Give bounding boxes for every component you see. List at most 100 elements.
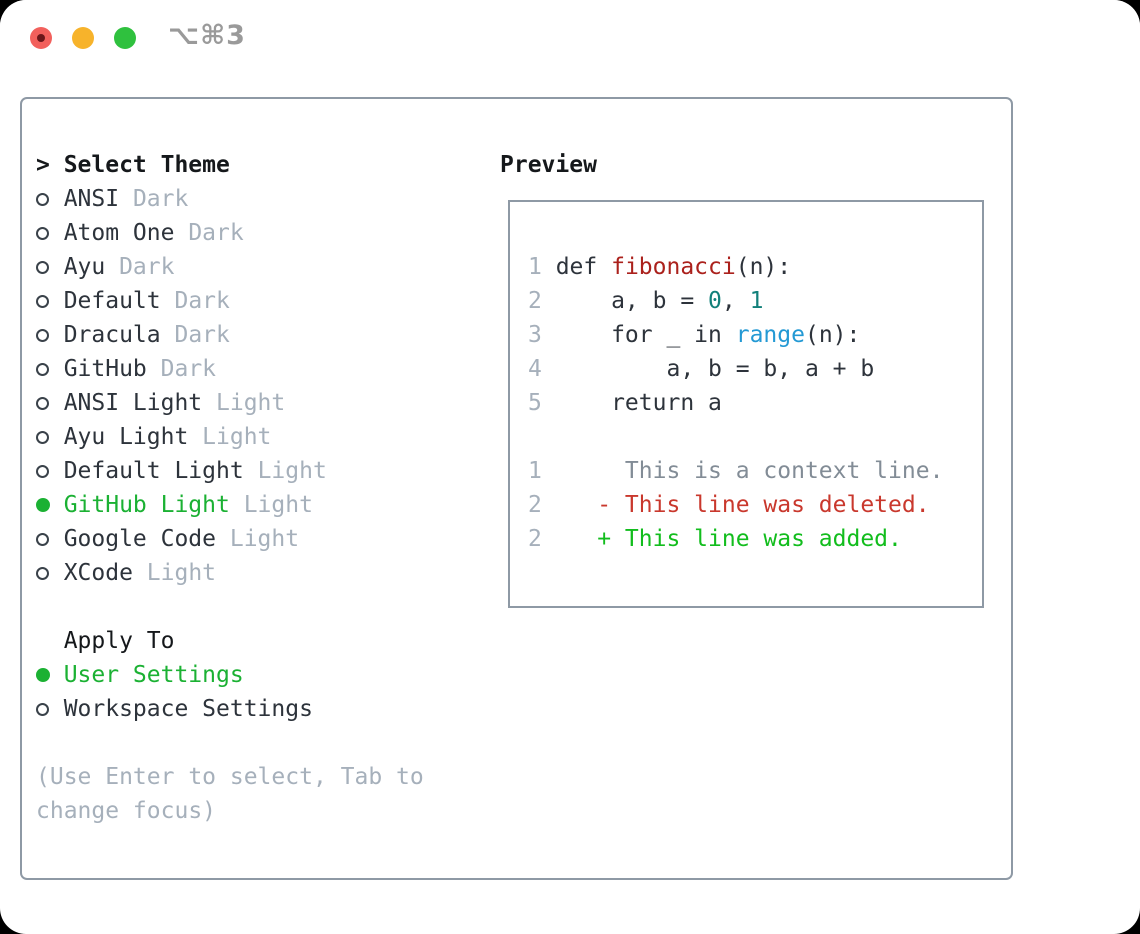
radio-glyph (36, 702, 49, 716)
code-token: a, b = b, a + b (541, 356, 875, 382)
code-token: (n): (804, 322, 861, 348)
theme-option[interactable]: Ayu Dark (36, 250, 327, 284)
select-theme-title: Select Theme (63, 152, 230, 178)
theme-option[interactable]: ANSI Light Light (36, 386, 327, 420)
code-line: 3 for _ in range(n): (528, 318, 943, 352)
radio-icon (36, 532, 64, 546)
apply-option-label: Workspace Settings (63, 696, 313, 722)
theme-name: GitHub (63, 356, 161, 382)
apply-to-title: Apply To (63, 628, 175, 654)
radio-icon (36, 294, 64, 308)
radio-icon (36, 260, 64, 274)
line-number: 1 (528, 254, 542, 280)
radio-icon (36, 702, 64, 716)
theme-name: XCode (63, 560, 147, 586)
code-token: 1 (749, 288, 764, 314)
radio-icon (36, 566, 64, 580)
code-token: This is a context line. (541, 458, 944, 484)
theme-variant: Light (243, 492, 313, 518)
radio-glyph (36, 294, 49, 308)
code-token: range (735, 322, 805, 348)
line-number: 5 (528, 390, 542, 416)
radio-selected-icon (36, 498, 64, 512)
theme-variant: Light (229, 526, 300, 552)
theme-option[interactable]: GitHub Light Light (36, 488, 327, 522)
theme-option[interactable]: Google Code Light (36, 522, 327, 556)
apply-option[interactable]: User Settings (36, 658, 313, 692)
theme-name: ANSI (63, 186, 133, 212)
radio-icon (36, 226, 64, 240)
line-number: 4 (528, 356, 542, 382)
code-token: def (541, 254, 612, 280)
theme-option[interactable]: Default Dark (36, 284, 327, 318)
code-token: + This line was added. (597, 526, 902, 552)
close-dot-icon (37, 34, 45, 42)
code-line: 2 a, b = 0, 1 (528, 284, 943, 318)
theme-option[interactable]: GitHub Dark (36, 352, 327, 386)
radio-icon (36, 362, 64, 376)
radio-glyph (36, 328, 49, 342)
theme-name: Default Light (63, 458, 258, 484)
theme-variant: Dark (160, 356, 217, 382)
theme-name: Default (63, 288, 175, 314)
radio-glyph (36, 362, 49, 376)
select-theme-header: > Select Theme (36, 148, 230, 182)
theme-name: Dracula (63, 322, 175, 348)
theme-option[interactable]: ANSI Dark (36, 182, 327, 216)
code-token: , (721, 288, 750, 314)
diff-line: 2 + This line was added. (528, 522, 943, 556)
line-number: 2 (528, 526, 542, 552)
pointer-icon: > (36, 152, 50, 178)
radio-icon (36, 396, 64, 410)
line-number: 2 (528, 288, 542, 314)
code-token: fibonacci (611, 254, 736, 280)
code-token: for _ in (541, 322, 736, 348)
radio-glyph (36, 192, 49, 206)
apply-to-header: Apply To (36, 624, 175, 658)
theme-variant: Light (202, 424, 272, 450)
radio-icon (36, 430, 64, 444)
code-line: 5 return a (528, 386, 943, 420)
theme-variant: Dark (132, 186, 189, 212)
radio-icon (36, 464, 64, 478)
theme-option[interactable]: Ayu Light Light (36, 420, 327, 454)
theme-name: Ayu Light (63, 424, 203, 450)
radio-glyph (36, 464, 49, 478)
radio-glyph (36, 396, 49, 410)
theme-variant: Dark (188, 220, 244, 246)
code-token (542, 488, 597, 522)
code-token: (n): (735, 254, 792, 280)
radio-glyph (36, 566, 49, 580)
close-button[interactable] (30, 27, 52, 49)
theme-variant: Light (257, 458, 327, 484)
blank-line (528, 420, 943, 454)
radio-glyph (36, 532, 49, 546)
theme-variant: Dark (174, 288, 230, 314)
theme-option[interactable]: Dracula Dark (36, 318, 327, 352)
minimize-button[interactable] (72, 27, 94, 49)
apply-option-label: User Settings (63, 662, 244, 688)
radio-icon (36, 192, 64, 206)
theme-option[interactable]: Atom One Dark (36, 216, 327, 250)
code-token: - This line was deleted. (597, 492, 930, 518)
radio-glyph (36, 260, 49, 274)
apply-option[interactable]: Workspace Settings (36, 692, 313, 726)
code-token: return a (541, 390, 722, 416)
radio-glyph (36, 430, 49, 444)
theme-option[interactable]: XCode Light (36, 556, 327, 590)
code-line: 4 a, b = b, a + b (528, 352, 943, 386)
theme-name: GitHub Light (63, 492, 244, 518)
theme-name: Google Code (63, 526, 230, 552)
line-number: 3 (528, 322, 542, 348)
theme-variant: Dark (174, 322, 230, 348)
theme-option[interactable]: Default Light Light (36, 454, 327, 488)
theme-name: Ayu (63, 254, 120, 280)
radio-glyph (36, 498, 50, 512)
window-controls (30, 27, 136, 49)
code-token: a, b = (541, 288, 709, 314)
zoom-button[interactable] (114, 27, 136, 49)
code-token (542, 522, 597, 556)
